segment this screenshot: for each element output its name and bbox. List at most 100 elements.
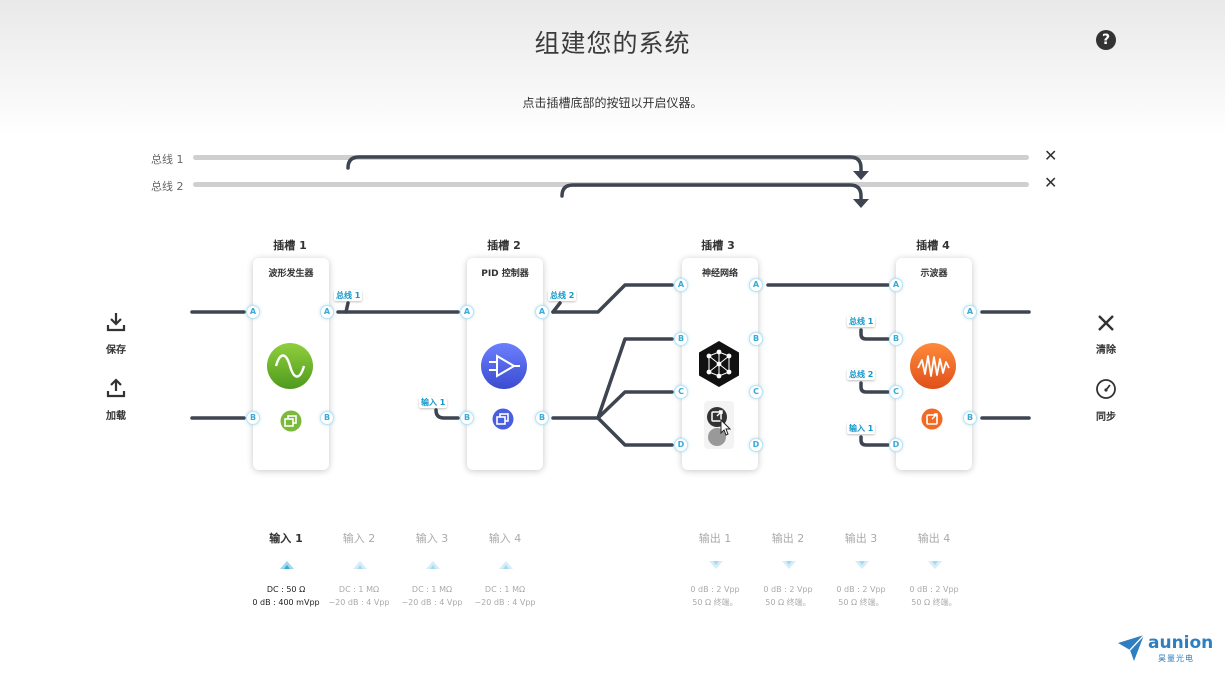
pid-amplifier-icon[interactable]: [480, 342, 528, 390]
slot-3-instrument-name: 神经网络: [701, 269, 738, 279]
bus-2-route: [560, 183, 863, 203]
slot-1-card[interactable]: 波形发生器: [253, 258, 329, 470]
output-2-spec-range: 0 dB : 2 Vpp: [763, 585, 813, 594]
slot-4-card[interactable]: 示波器: [896, 258, 972, 470]
save-button[interactable]: 保存: [86, 311, 146, 356]
slot-4-input-a-port[interactable]: A: [889, 278, 903, 292]
slot-2-card[interactable]: PID 控制器: [467, 258, 543, 470]
slot-2-output-b-port[interactable]: B: [535, 411, 549, 425]
output-2-label: 输出 2: [771, 532, 805, 545]
bus-1-arrow-icon: [853, 171, 869, 180]
slot-2-bus-tag[interactable]: 总线 2: [548, 290, 577, 301]
slot-1-output-b-port[interactable]: B: [320, 411, 334, 425]
slot-2-instrument-name: PID 控制器: [481, 269, 529, 279]
close-icon: [1098, 315, 1114, 331]
bus-1-route: [346, 155, 863, 175]
slot-3-open-window-icon[interactable]: [706, 406, 736, 448]
output-1-spec-termination: 50 Ω 终端。: [692, 598, 738, 607]
input-2-connector-icon[interactable]: [351, 558, 369, 572]
output-1-spec-range: 0 dB : 2 Vpp: [690, 585, 740, 594]
slot-2-output-a-port[interactable]: A: [535, 305, 549, 319]
slot-4-output-a-port[interactable]: A: [963, 305, 977, 319]
slot-3-input-d-port[interactable]: D: [674, 438, 688, 452]
output-3-connector-icon[interactable]: [853, 558, 871, 572]
oscilloscope-waveform-icon[interactable]: [909, 342, 957, 390]
slot-4-input-c-port[interactable]: C: [889, 385, 903, 399]
output-1-connector-icon[interactable]: [707, 558, 725, 572]
slot-1-input-a-port[interactable]: A: [246, 305, 260, 319]
input-3-spec-dc: DC : 1 MΩ: [411, 585, 453, 594]
bus-2-label: 总线 2: [151, 180, 184, 193]
logo-name: aunion: [1148, 633, 1214, 653]
input-2-spec-range: −20 dB : 4 Vpp: [328, 598, 390, 607]
bus-2-arrow-icon: [853, 199, 869, 208]
clear-label: 清除: [1096, 345, 1116, 356]
input-3-connector-icon[interactable]: [424, 558, 442, 572]
slot-4-open-window-icon[interactable]: [921, 408, 943, 430]
slot-4-input-tag[interactable]: 输入 1: [847, 423, 876, 434]
slot-2-open-window-icon[interactable]: [492, 408, 514, 430]
page-subtitle: 点击插槽底部的按钮以开启仪器。: [522, 96, 703, 110]
input-4-label: 输入 4: [488, 532, 522, 545]
slot-3-output-d-port[interactable]: D: [749, 438, 763, 452]
slot-4-output-b-port[interactable]: B: [963, 411, 977, 425]
bus-2-close-icon[interactable]: ✕: [1044, 173, 1058, 192]
slot-3-input-a-port[interactable]: A: [674, 278, 688, 292]
slot-1-instrument-name: 波形发生器: [268, 269, 314, 279]
input-1-label: 输入 1: [269, 532, 303, 545]
bus-1-close-icon[interactable]: ✕: [1044, 146, 1058, 165]
output-4-connector-icon[interactable]: [926, 558, 944, 572]
slot-3-label: 插槽 3: [701, 239, 735, 252]
input-1-connector-icon[interactable]: [278, 558, 296, 572]
input-3-spec-range: −20 dB : 4 Vpp: [401, 598, 463, 607]
output-3-spec-range: 0 dB : 2 Vpp: [836, 585, 886, 594]
slot-2-label: 插槽 2: [487, 239, 521, 252]
slot-2-input-b-port[interactable]: B: [460, 411, 474, 425]
slot-4-bus-1-tag[interactable]: 总线 1: [847, 316, 876, 327]
input-4-spec-range: −20 dB : 4 Vpp: [474, 598, 536, 607]
input-4-connector-icon[interactable]: [497, 558, 515, 572]
slot-2-input-a-port[interactable]: A: [460, 305, 474, 319]
logo-subtitle: 昊量光电: [1158, 654, 1194, 663]
input-3-label: 输入 3: [415, 532, 449, 545]
output-1-label: 输出 1: [698, 532, 732, 545]
slot-1-label: 插槽 1: [273, 239, 307, 252]
neural-network-icon[interactable]: [695, 340, 743, 388]
sync-label: 同步: [1096, 412, 1116, 423]
load-button[interactable]: 加载: [86, 377, 146, 422]
load-label: 加载: [106, 411, 126, 422]
slot-4-input-d-port[interactable]: D: [889, 438, 903, 452]
slot-1-bus-tag[interactable]: 总线 1: [334, 290, 363, 301]
slot-2-input-tag[interactable]: 输入 1: [419, 397, 448, 408]
slot-4-input-b-port[interactable]: B: [889, 332, 903, 346]
input-1-spec-dc: DC : 50 Ω: [266, 585, 306, 594]
input-1-spec-range: 0 dB : 400 mVpp: [252, 598, 320, 607]
slot-3-output-a-port[interactable]: A: [749, 278, 763, 292]
output-2-connector-icon[interactable]: [780, 558, 798, 572]
slot-3-card[interactable]: 神经网络: [682, 258, 758, 470]
slot-3-output-b-port[interactable]: B: [749, 332, 763, 346]
clear-button[interactable]: 清除: [1076, 313, 1136, 356]
sine-wave-icon[interactable]: [266, 342, 314, 390]
slot-3-input-c-port[interactable]: C: [674, 385, 688, 399]
output-4-label: 输出 4: [917, 532, 951, 545]
output-4-spec-range: 0 dB : 2 Vpp: [909, 585, 959, 594]
slot-3-input-b-port[interactable]: B: [674, 332, 688, 346]
output-4-spec-termination: 50 Ω 终端。: [911, 598, 957, 607]
slot-3-output-c-port[interactable]: C: [749, 385, 763, 399]
slot-1-input-b-port[interactable]: B: [246, 411, 260, 425]
help-icon[interactable]: ?: [1096, 30, 1116, 50]
output-3-label: 输出 3: [844, 532, 878, 545]
bus-1-label: 总线 1: [151, 153, 184, 166]
output-3-spec-termination: 50 Ω 终端。: [838, 598, 884, 607]
input-2-label: 输入 2: [342, 532, 376, 545]
page-title: 组建您的系统: [534, 29, 691, 58]
slot-1-output-a-port[interactable]: A: [320, 305, 334, 319]
input-4-spec-dc: DC : 1 MΩ: [484, 585, 526, 594]
slot-1-open-window-icon[interactable]: [280, 410, 302, 432]
input-2-spec-dc: DC : 1 MΩ: [338, 585, 380, 594]
download-icon: [106, 313, 126, 332]
slot-4-bus-2-tag[interactable]: 总线 2: [847, 369, 876, 380]
sync-button[interactable]: 同步: [1076, 378, 1136, 423]
